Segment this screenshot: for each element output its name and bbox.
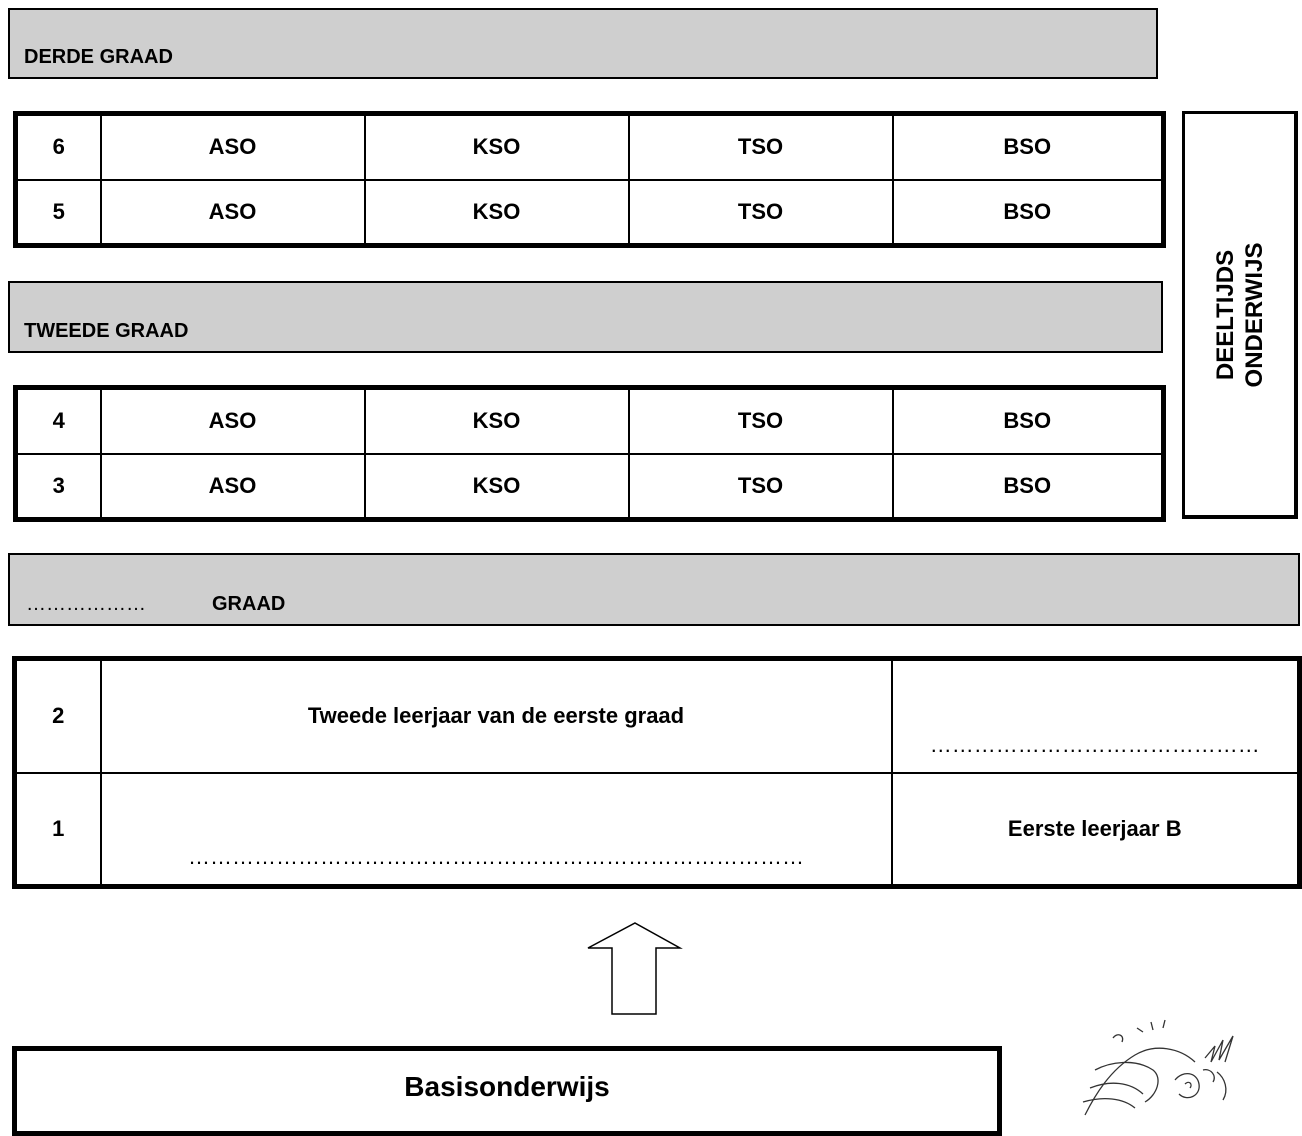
kso-cell: KSO — [363, 385, 630, 455]
blank-cell: ……………………………………… — [890, 656, 1302, 774]
year-cell: 6 — [13, 111, 102, 181]
tso-cell: TSO — [627, 111, 894, 181]
table-row: 1 ………………………………………………………………………… Eerste le… — [12, 771, 1302, 889]
aso-cell: ASO — [99, 111, 366, 181]
aso-cell: ASO — [99, 385, 366, 455]
year-cell: 2 — [12, 656, 102, 774]
bso-cell: BSO — [891, 178, 1166, 248]
deeltijds-line: DEELTIJDS — [1211, 249, 1239, 380]
eerste-graad-band: ……………… GRAAD — [8, 553, 1300, 626]
kso-cell: KSO — [363, 111, 630, 181]
tso-cell: TSO — [627, 452, 894, 522]
year-cell: 4 — [13, 385, 102, 455]
year-cell: 3 — [13, 452, 102, 522]
derde-graad-table: 6 ASO KSO TSO BSO 5 ASO KSO TSO BSO — [13, 111, 1166, 248]
tweede-graad-band: TWEEDE GRAAD — [8, 281, 1163, 353]
bso-cell: BSO — [891, 111, 1166, 181]
tweede-leerjaar-cell: Tweede leerjaar van de eerste graad — [99, 656, 893, 774]
cartoon-character-icon — [1082, 1019, 1234, 1116]
basisonderwijs-label: Basisonderwijs — [404, 1071, 610, 1102]
tso-cell: TSO — [627, 178, 894, 248]
aso-cell: ASO — [99, 178, 366, 248]
deeltijds-onderwijs-box: DEELTIJDS ONDERWIJS — [1182, 111, 1298, 519]
blank-cell: ………………………………………………………………………… — [99, 771, 893, 889]
tso-cell: TSO — [627, 385, 894, 455]
eerste-graad-table: 2 Tweede leerjaar van de eerste graad ……… — [12, 656, 1302, 889]
derde-graad-band: DERDE GRAAD — [8, 8, 1158, 79]
eerste-leerjaar-b-cell: Eerste leerjaar B — [890, 771, 1302, 889]
graad-label: GRAAD — [212, 593, 286, 615]
tweede-graad-label: TWEEDE GRAAD — [24, 320, 189, 342]
table-row: 2 Tweede leerjaar van de eerste graad ……… — [12, 656, 1302, 774]
up-arrow-icon — [587, 922, 683, 1015]
derde-graad-label: DERDE GRAAD — [24, 46, 173, 68]
year-cell: 5 — [13, 178, 102, 248]
deeltijds-onderwijs-label: DEELTIJDS ONDERWIJS — [1211, 242, 1269, 387]
graad-blank: ……………… — [26, 593, 146, 615]
table-row: 5 ASO KSO TSO BSO — [13, 178, 1166, 248]
table-row: 6 ASO KSO TSO BSO — [13, 111, 1166, 181]
table-row: 4 ASO KSO TSO BSO — [13, 385, 1166, 455]
onderwijs-line: ONDERWIJS — [1240, 242, 1268, 387]
kso-cell: KSO — [363, 452, 630, 522]
kso-cell: KSO — [363, 178, 630, 248]
year-cell: 1 — [12, 771, 102, 889]
aso-cell: ASO — [99, 452, 366, 522]
basisonderwijs-box: Basisonderwijs — [12, 1046, 1002, 1136]
table-row: 3 ASO KSO TSO BSO — [13, 452, 1166, 522]
bso-cell: BSO — [891, 385, 1166, 455]
bso-cell: BSO — [891, 452, 1166, 522]
tweede-graad-table: 4 ASO KSO TSO BSO 3 ASO KSO TSO BSO — [13, 385, 1166, 522]
